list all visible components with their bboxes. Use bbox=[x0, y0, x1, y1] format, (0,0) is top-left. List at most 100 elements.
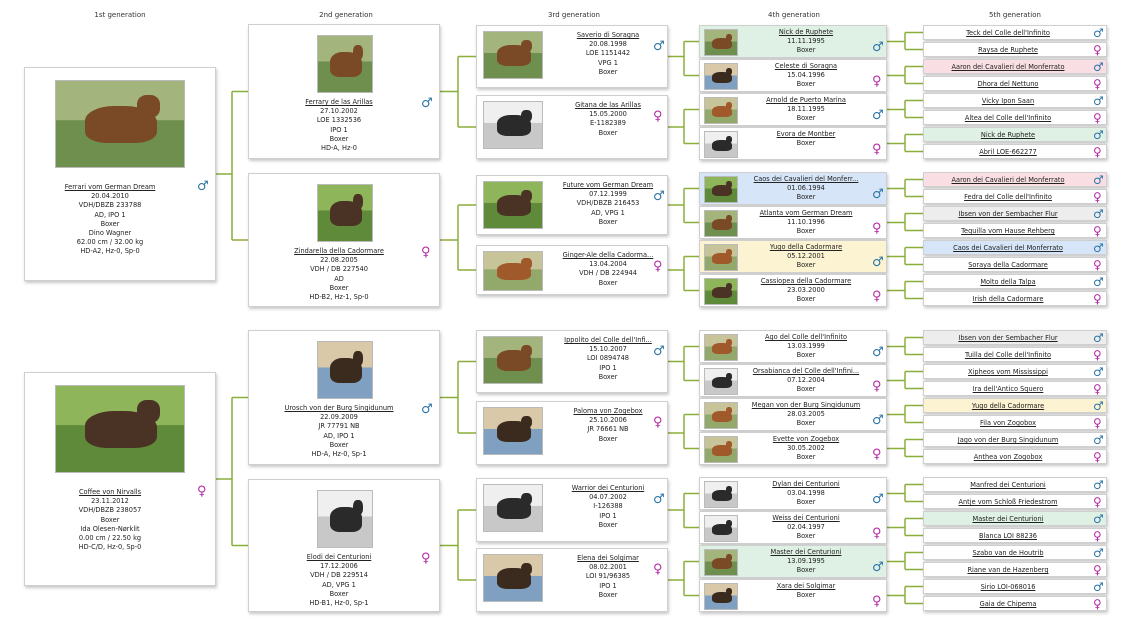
pedigree-card-gen5[interactable]: Ira dell'Antico Squero♀ bbox=[923, 381, 1107, 396]
dog-name-link[interactable]: Irish della Cadormare bbox=[972, 295, 1044, 303]
pedigree-card-gen5[interactable]: Teck del Colle dell'Infinito♂ bbox=[923, 25, 1107, 40]
pedigree-card-gen5[interactable]: Vicky Ipon Saan♂ bbox=[923, 93, 1107, 108]
dog-name-link[interactable]: Urosch von der Burg Singidunum bbox=[284, 404, 394, 412]
pedigree-card-gen5[interactable]: Blanca LOI 88236♀ bbox=[923, 528, 1107, 543]
dog-name-link[interactable]: Zindarella della Cadormare bbox=[294, 247, 384, 255]
pedigree-card-gen5[interactable]: Jago von der Burg Singidunum♂ bbox=[923, 432, 1107, 447]
dog-name-link[interactable]: Soraya della Cadormare bbox=[968, 261, 1048, 269]
pedigree-card-gen5[interactable]: Aaron dei Cavalieri del Monferrato♂ bbox=[923, 59, 1107, 74]
dog-name-link[interactable]: Fila von Zogobox bbox=[979, 419, 1036, 427]
pedigree-card-gen5[interactable]: Sirio LOI-068016♂ bbox=[923, 579, 1107, 594]
dog-name-link[interactable]: Szabo van de Houtrib bbox=[972, 549, 1044, 557]
pedigree-card-gen5[interactable]: Molto della Talpa♂ bbox=[923, 274, 1107, 289]
pedigree-card-gen4[interactable]: Caos dei Cavalieri del Monferr...01.06.1… bbox=[699, 172, 887, 205]
dog-name-link[interactable]: Nick de Ruphete bbox=[778, 28, 834, 36]
pedigree-card-gen5[interactable]: Gaia de Chipema♀ bbox=[923, 596, 1107, 611]
dog-name-link[interactable]: Manfred dei Centurioni bbox=[970, 481, 1046, 489]
dog-name-link[interactable]: Cassiopea della Cadormare bbox=[760, 277, 852, 285]
dog-name-link[interactable]: Evette von Zogebox bbox=[772, 435, 840, 443]
dog-name-link[interactable]: Fedra del Colle dell'Infinito bbox=[964, 193, 1052, 201]
dog-name-link[interactable]: Ginger-Ale della Cadorma... bbox=[562, 251, 654, 259]
dog-name-link[interactable]: Anthea von Zogobox bbox=[973, 453, 1043, 461]
dog-name-link[interactable]: Ippolito del Colle dell'Infi... bbox=[564, 336, 652, 344]
pedigree-card-gen5[interactable]: Nick de Ruphete♂ bbox=[923, 127, 1107, 142]
dog-name-link[interactable]: Ibsen von der Sembacher Flur bbox=[958, 210, 1058, 218]
dog-name-link[interactable]: Riane van de Hazenberg bbox=[967, 566, 1049, 574]
pedigree-card-gen5[interactable]: Anthea von Zogobox♀ bbox=[923, 449, 1107, 464]
pedigree-card-gen5[interactable]: Manfred dei Centurioni♂ bbox=[923, 477, 1107, 492]
pedigree-card-gen5[interactable]: Master dei Centurioni♂ bbox=[923, 511, 1107, 526]
pedigree-card-gen3[interactable]: Ippolito del Colle dell'Infi...15.10.200… bbox=[476, 330, 668, 393]
pedigree-card-gen5[interactable]: Altea del Colle dell'Infinito♀ bbox=[923, 110, 1107, 125]
dog-name-link[interactable]: Abril LOE-662277 bbox=[979, 148, 1037, 156]
dog-name-link[interactable]: Aaron dei Cavalieri del Monferrato bbox=[951, 176, 1065, 184]
dog-name-link[interactable]: Sirio LOI-068016 bbox=[980, 583, 1036, 591]
pedigree-card-gen5[interactable]: Fila von Zogobox♀ bbox=[923, 415, 1107, 430]
dog-name-link[interactable]: Future vom German Dream bbox=[562, 181, 654, 189]
dog-name-link[interactable]: Atlanta vom German Dream bbox=[759, 209, 853, 217]
dog-name-link[interactable]: Celeste di Soragna bbox=[774, 62, 838, 70]
dog-name-link[interactable]: Ibsen von der Sembacher Flur bbox=[958, 334, 1058, 342]
dog-name-link[interactable]: Master dei Centurioni bbox=[972, 515, 1044, 523]
dog-name-link[interactable]: Elodi dei Centurioni bbox=[306, 553, 372, 561]
dog-name-link[interactable]: Arnold de Puerto Marina bbox=[766, 96, 846, 104]
pedigree-card-gen4[interactable]: Orsabianca del Colle dell'Infini...07.12… bbox=[699, 364, 887, 397]
pedigree-card-gen5[interactable]: Riane van de Hazenberg♀ bbox=[923, 562, 1107, 577]
dog-name-link[interactable]: Aaron dei Cavalieri del Monferrato bbox=[951, 63, 1065, 71]
dog-name-link[interactable]: Vicky Ipon Saan bbox=[981, 97, 1035, 105]
dog-name-link[interactable]: Paloma von Zogebox bbox=[573, 407, 643, 415]
dog-name-link[interactable]: Xara dei Solgimar bbox=[776, 582, 836, 590]
dog-name-link[interactable]: Gitana de las Arillas bbox=[575, 101, 641, 109]
dog-name-link[interactable]: Evora de Montber bbox=[776, 130, 836, 138]
dog-name-link[interactable]: Warrior dei Centurioni bbox=[571, 484, 645, 492]
dog-name-link[interactable]: Elena dei Solgimar bbox=[577, 554, 639, 562]
dog-name-link[interactable]: Caos dei Cavalieri del Monferr... bbox=[753, 175, 859, 183]
dog-name-link[interactable]: Coffee von Nirvalls bbox=[78, 488, 142, 496]
dog-name-link[interactable]: Ferrary de las Arillas bbox=[305, 98, 373, 106]
dog-name-link[interactable]: Antje vom Schloß Friedestrom bbox=[958, 498, 1058, 506]
pedigree-card-gen5[interactable]: Caos dei Cavalieri del Monferrato♂ bbox=[923, 240, 1107, 255]
pedigree-card-gen5[interactable]: Szabo van de Houtrib♂ bbox=[923, 545, 1107, 560]
pedigree-card-gen5[interactable]: Xipheos vom Mississippi♂ bbox=[923, 364, 1107, 379]
dog-name-link[interactable]: Altea del Colle dell'Infinito bbox=[964, 114, 1052, 122]
dog-name-link[interactable]: Nick de Ruphete bbox=[980, 131, 1036, 139]
dog-name-link[interactable]: Molto della Talpa bbox=[980, 278, 1036, 286]
pedigree-card-gen5[interactable]: Aaron dei Cavalieri del Monferrato♂ bbox=[923, 172, 1107, 187]
pedigree-card-gen5[interactable]: Tuilla del Colle dell'Infinito♀ bbox=[923, 347, 1107, 362]
pedigree-card-gen5[interactable]: Irish della Cadormare♀ bbox=[923, 291, 1107, 306]
pedigree-card-gen5[interactable]: Ibsen von der Sembacher Flur♂ bbox=[923, 330, 1107, 345]
pedigree-card-gen5[interactable]: Tequilla vom Hause Rehberg♀ bbox=[923, 223, 1107, 238]
pedigree-card-gen5[interactable]: Fedra del Colle dell'Infinito♀ bbox=[923, 189, 1107, 204]
dog-name-link[interactable]: Saverio di Soragna bbox=[576, 31, 640, 39]
pedigree-card-gen5[interactable]: Ibsen von der Sembacher Flur♂ bbox=[923, 206, 1107, 221]
pedigree-card-gen5[interactable]: Abril LOE-662277♀ bbox=[923, 144, 1107, 159]
dog-name-link[interactable]: Jago von der Burg Singidunum bbox=[957, 436, 1059, 444]
pedigree-card-gen5[interactable]: Soraya della Cadormare♀ bbox=[923, 257, 1107, 272]
dog-name-link[interactable]: Gaia de Chipema bbox=[979, 600, 1037, 608]
dog-name-link[interactable]: Ago del Colle dell'Infinito bbox=[764, 333, 848, 341]
dog-name-link[interactable]: Dhora del Nettuno bbox=[977, 80, 1039, 88]
pedigree-card-gen5[interactable]: Raysa de Ruphete♀ bbox=[923, 42, 1107, 57]
